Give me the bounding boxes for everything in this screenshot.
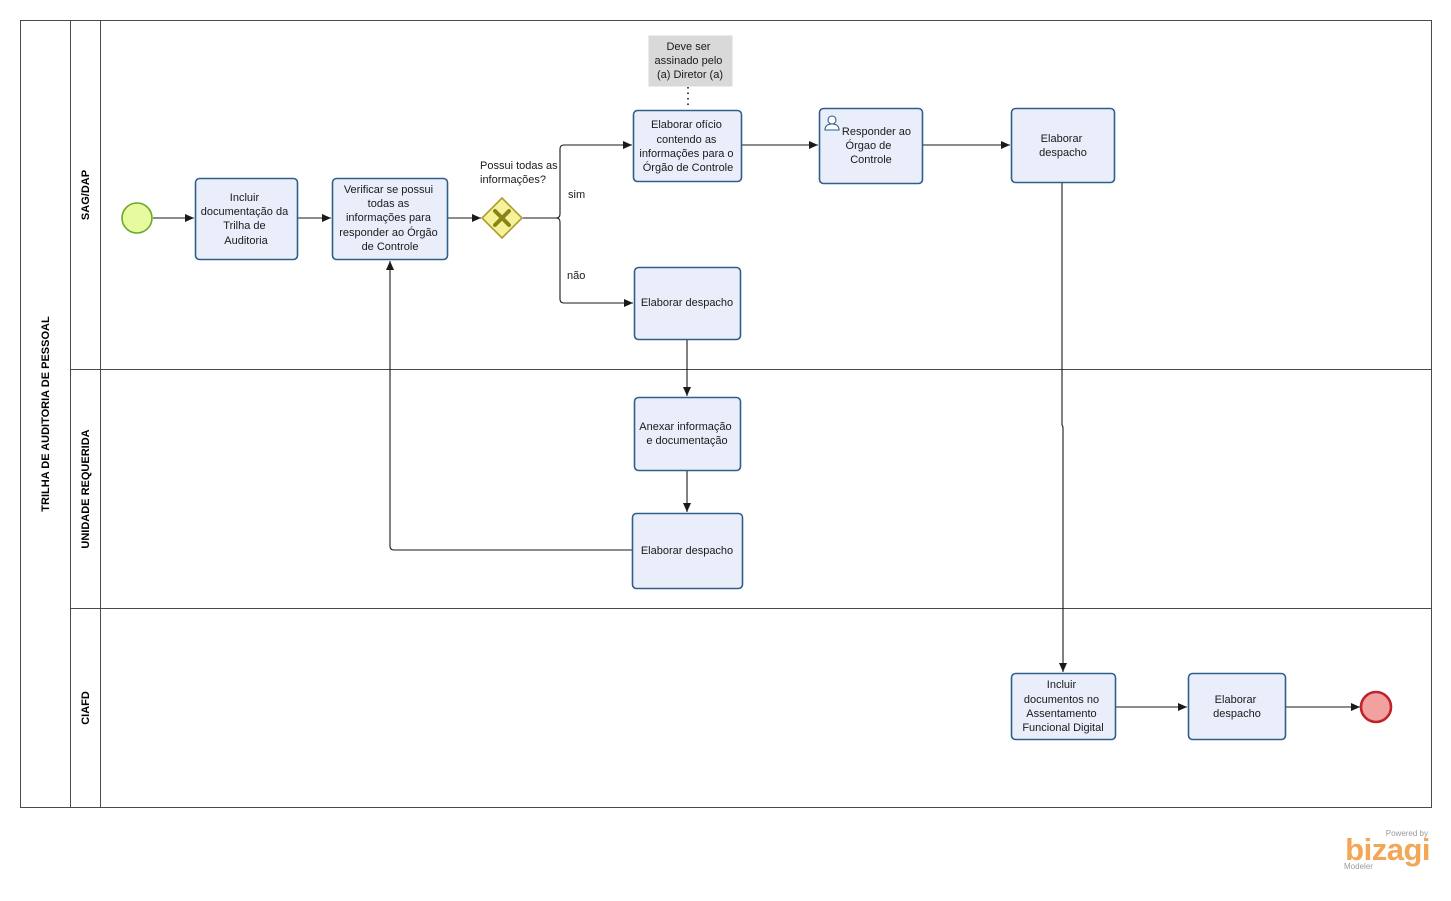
svg-text:Elaborar despacho: Elaborar despacho bbox=[641, 545, 733, 557]
bizagi-logo: Powered by bizagi Modeler bbox=[1344, 829, 1431, 871]
annotation-line: Deve ser bbox=[666, 41, 710, 53]
task-anexar-informacao[interactable]: Anexar informação e documentação bbox=[633, 396, 742, 472]
svg-text:Incluir documentos no: Incluir documentos no Assentamento Funci… bbox=[1022, 679, 1103, 734]
svg-text:Deve ser assinado pelo: Deve ser assinado pelo (a) Diretor (a) bbox=[655, 41, 726, 81]
brand-name: bizagi bbox=[1345, 832, 1430, 867]
svg-text:Anexar informação e docu: Anexar informação e documentação bbox=[639, 421, 734, 447]
gateway-x-icon bbox=[493, 209, 511, 227]
task-elaborar-despacho-sag[interactable]: Elaborar despacho bbox=[1010, 107, 1116, 184]
flow-gateway-no bbox=[555, 217, 633, 307]
svg-text:Elaborar despacho: Elaborar despacho bbox=[1213, 694, 1261, 720]
task-elaborar-oficio[interactable]: Elaborar ofício contendo as informações … bbox=[632, 109, 743, 183]
flow-despacho-to-incluir-assent bbox=[1059, 183, 1067, 672]
task-responder-orgao[interactable]: Responder ao Órgao de Controle bbox=[818, 107, 924, 185]
sequence-flows bbox=[153, 141, 1360, 711]
task-elaborar-despacho-ciafd[interactable]: Elaborar despacho bbox=[1187, 672, 1287, 741]
task-verificar-informacoes[interactable]: Verificar se possui todas as informações… bbox=[331, 177, 449, 261]
gateway-question: Possui todas as informações? bbox=[480, 160, 561, 186]
svg-text:Elaborar ofício contendo: Elaborar ofício contendo as informações … bbox=[639, 119, 736, 174]
brand-product: Modeler bbox=[1344, 862, 1373, 871]
pool-frame bbox=[20, 20, 1432, 808]
exclusive-gateway[interactable] bbox=[480, 196, 524, 240]
svg-text:Responder ao Órgao de: Responder ao Órgao de Controle bbox=[842, 126, 914, 166]
lane-label-sag: SAG/DAP bbox=[80, 170, 92, 220]
flow-label-yes: sim bbox=[568, 189, 585, 201]
task-elaborar-despacho-nao[interactable]: Elaborar despacho bbox=[633, 266, 742, 341]
flow-despacho-back-to-verificar bbox=[386, 261, 632, 551]
end-event[interactable] bbox=[1359, 690, 1393, 724]
svg-text:Elaborar despacho: Elaborar despacho bbox=[1039, 133, 1087, 159]
user-task-icon bbox=[824, 115, 840, 131]
lane-label-ciafd: CIAFD bbox=[80, 691, 92, 725]
task-elaborar-despacho-unidade[interactable]: Elaborar despacho bbox=[631, 512, 744, 590]
start-event[interactable] bbox=[121, 202, 153, 234]
annotation-line: assinado pelo bbox=[655, 55, 723, 67]
svg-text:Verificar se possui tod: Verificar se possui todas as informações… bbox=[339, 184, 441, 253]
task-incluir-assentamento[interactable]: Incluir documentos no Assentamento Funci… bbox=[1010, 672, 1117, 741]
brand-powered-by: Powered by bbox=[1386, 829, 1428, 838]
annotation-line: (a) Diretor (a) bbox=[657, 69, 723, 81]
lane-label-unidade: UNIDADE REQUERIDA bbox=[80, 429, 92, 548]
flow-label-no: não bbox=[567, 270, 585, 282]
pool-title: TRILHA DE AUDITORIA DE PESSOAL bbox=[40, 316, 52, 512]
svg-text:Elaborar despacho: Elaborar despacho bbox=[641, 297, 733, 309]
svg-text:Incluir documentação da: Incluir documentação da Trilha de Audito… bbox=[201, 192, 292, 247]
task-incluir-documentacao[interactable]: Incluir documentação da Trilha de Audito… bbox=[194, 177, 299, 261]
text-annotation: Deve ser assinado pelo (a) Diretor (a) bbox=[648, 35, 733, 87]
